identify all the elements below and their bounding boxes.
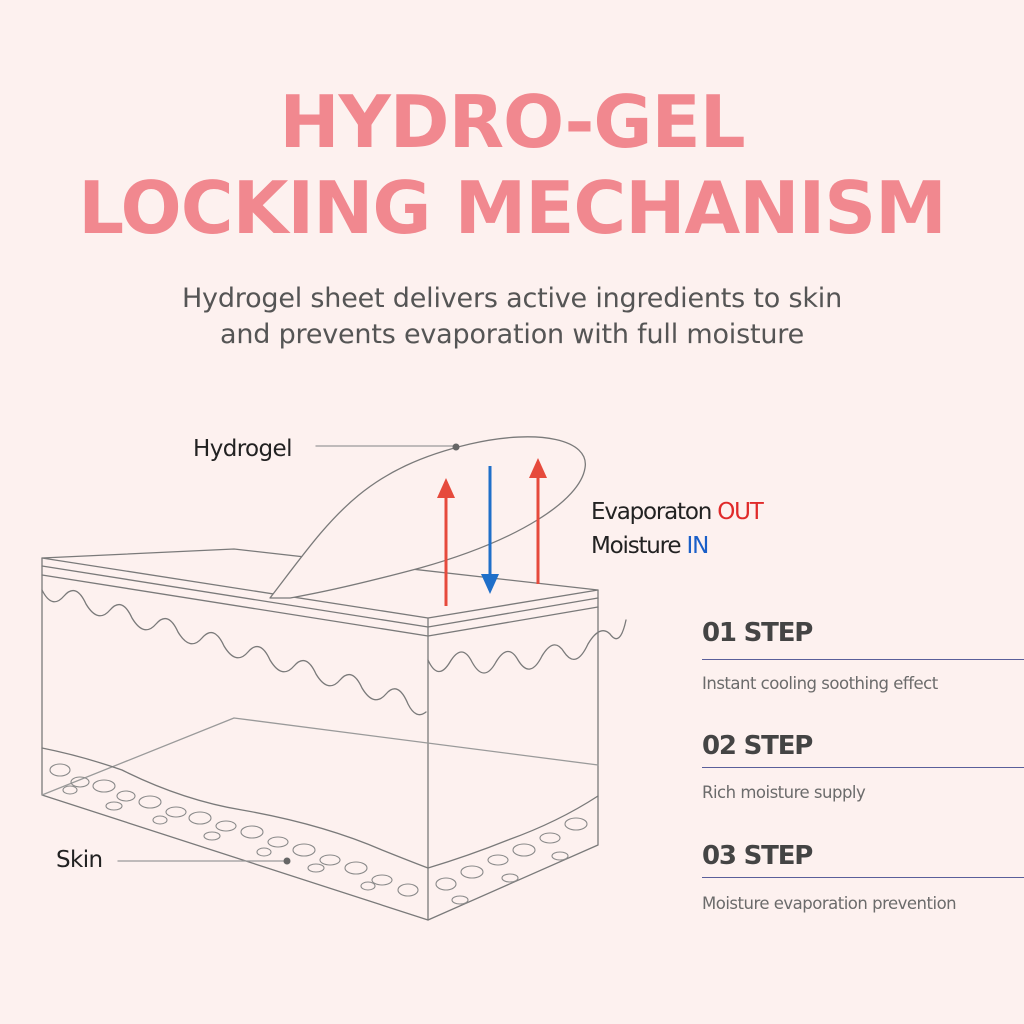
title-line-2: LOCKING MECHANISM — [78, 166, 947, 250]
step-3-divider — [702, 877, 1024, 878]
evaporation-arrow-left — [437, 478, 455, 606]
hydrogel-label: Hydrogel — [193, 436, 292, 462]
dermis-wave-left — [41, 589, 427, 716]
legend-evaporation: Evaporaton OUT — [591, 499, 764, 525]
step-3-title: 03 STEP — [702, 841, 813, 871]
skin-block-left-face — [41, 557, 429, 921]
step-2-description: Rich moisture supply — [702, 783, 866, 802]
skin-pointer-dot — [283, 857, 291, 865]
subtitle-line-1: Hydrogel sheet delivers active ingredien… — [181, 283, 843, 314]
fat-cells — [49, 763, 588, 905]
legend-evaporation-text: Evaporaton — [591, 499, 718, 525]
step-2-divider — [702, 767, 1024, 768]
step-2-title: 02 STEP — [702, 731, 813, 761]
fat-layer-top-left — [41, 747, 429, 869]
skin-block-right-face — [427, 589, 599, 921]
fat-layer-top-right — [427, 795, 599, 869]
subtitle-line-2: and prevents evaporation with full moist… — [220, 319, 804, 350]
evaporation-arrow-right — [529, 458, 547, 584]
step-1-title: 01 STEP — [702, 618, 813, 648]
dermis-wave-right — [427, 619, 627, 674]
step-1-divider — [702, 659, 1024, 660]
skin-label: Skin — [56, 847, 103, 873]
skin-block-back-edge — [41, 717, 599, 796]
hydrogel-pointer-dot — [452, 443, 460, 451]
legend-moisture-text: Moisture — [591, 533, 687, 559]
title-line-1: HYDRO-GEL — [279, 80, 745, 164]
moisture-arrow — [481, 466, 499, 594]
legend-moisture: Moisture IN — [591, 533, 710, 559]
legend-in-word: IN — [686, 533, 710, 559]
legend-out-word: OUT — [717, 499, 764, 525]
step-3-description: Moisture evaporation prevention — [702, 894, 957, 913]
step-1-description: Instant cooling soothing effect — [702, 674, 938, 693]
hydrogel-sheet — [269, 436, 586, 599]
